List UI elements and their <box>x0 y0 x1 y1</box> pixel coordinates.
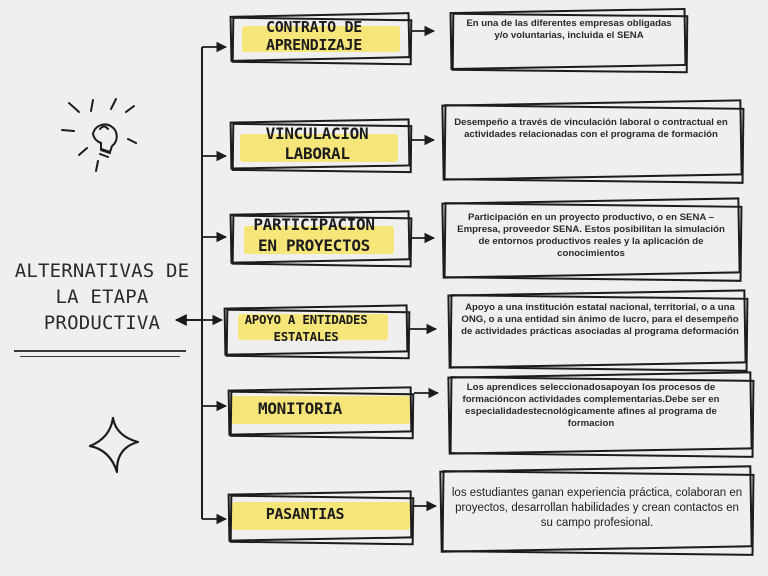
category-highlight <box>244 226 394 254</box>
description-text: En una de las diferentes empresas obliga… <box>466 18 672 41</box>
description-box-vinculacion: Desempeño a través de vinculación labora… <box>440 99 746 184</box>
root-underline <box>14 350 186 352</box>
category-highlight <box>232 502 410 530</box>
category-participacion-en-proyectos: PARTICIPACION EN PROYECTOS <box>228 210 413 268</box>
category-label: PASANTIAS <box>265 505 345 523</box>
description-text: Participación en un proyecto productivo,… <box>457 212 725 259</box>
category-pasantias: PASANTIAS <box>226 490 415 546</box>
lightbulb-icon <box>61 98 137 172</box>
category-label: APOYO A ENTIDADES ESTATALES <box>244 312 368 344</box>
category-label: VINCULACION LABORAL <box>265 124 369 163</box>
category-label: MONITORIA <box>258 399 342 418</box>
sparkle-icon <box>88 416 140 474</box>
category-highlight <box>238 314 388 340</box>
description-text: los estudiantes ganan experiencia prácti… <box>451 487 743 529</box>
root-title-line-3: PRODUCTIVA <box>43 312 161 334</box>
category-highlight <box>230 396 410 424</box>
description-box-contrato: En una de las diferentes empresas obliga… <box>448 7 689 74</box>
category-label: PARTICIPACION EN PROYECTOS <box>253 215 375 255</box>
description-text: Desempeño a través de vinculación labora… <box>454 117 728 140</box>
description-box-monitoria: Los aprendices seleccionadosapoyan los p… <box>446 371 756 458</box>
root-title-line-1: ALTERNATIVAS DE <box>14 260 190 282</box>
description-text: Apoyo a una institución estatal nacional… <box>461 302 739 337</box>
root-title-line-2: LA ETAPA <box>55 286 149 308</box>
category-contrato-de-aprendizaje: CONTRATO DE APRENDIZAJE <box>228 12 413 66</box>
description-text: Los aprendices seleccionadosapoyan los p… <box>462 382 720 429</box>
category-highlight <box>242 26 400 52</box>
description-box-pasantias: los estudiantes ganan experiencia prácti… <box>438 465 756 556</box>
description-box-apoyo: Apoyo a una institución estatal nacional… <box>446 289 749 372</box>
category-highlight <box>240 134 398 162</box>
description-box-participacion: Participación en un proyecto productivo,… <box>440 197 744 282</box>
root-underline-2 <box>20 356 180 357</box>
category-monitoria: MONITORIA <box>226 386 415 440</box>
category-vinculacion-laboral: VINCULACION LABORAL <box>228 118 413 174</box>
category-apoyo-a-entidades-estatales: APOYO A ENTIDADES ESTATALES <box>222 304 411 360</box>
root-title: ALTERNATIVAS DE LA ETAPA PRODUCTIVA <box>14 258 190 336</box>
category-label: CONTRATO DE APRENDIZAJE <box>265 18 363 54</box>
